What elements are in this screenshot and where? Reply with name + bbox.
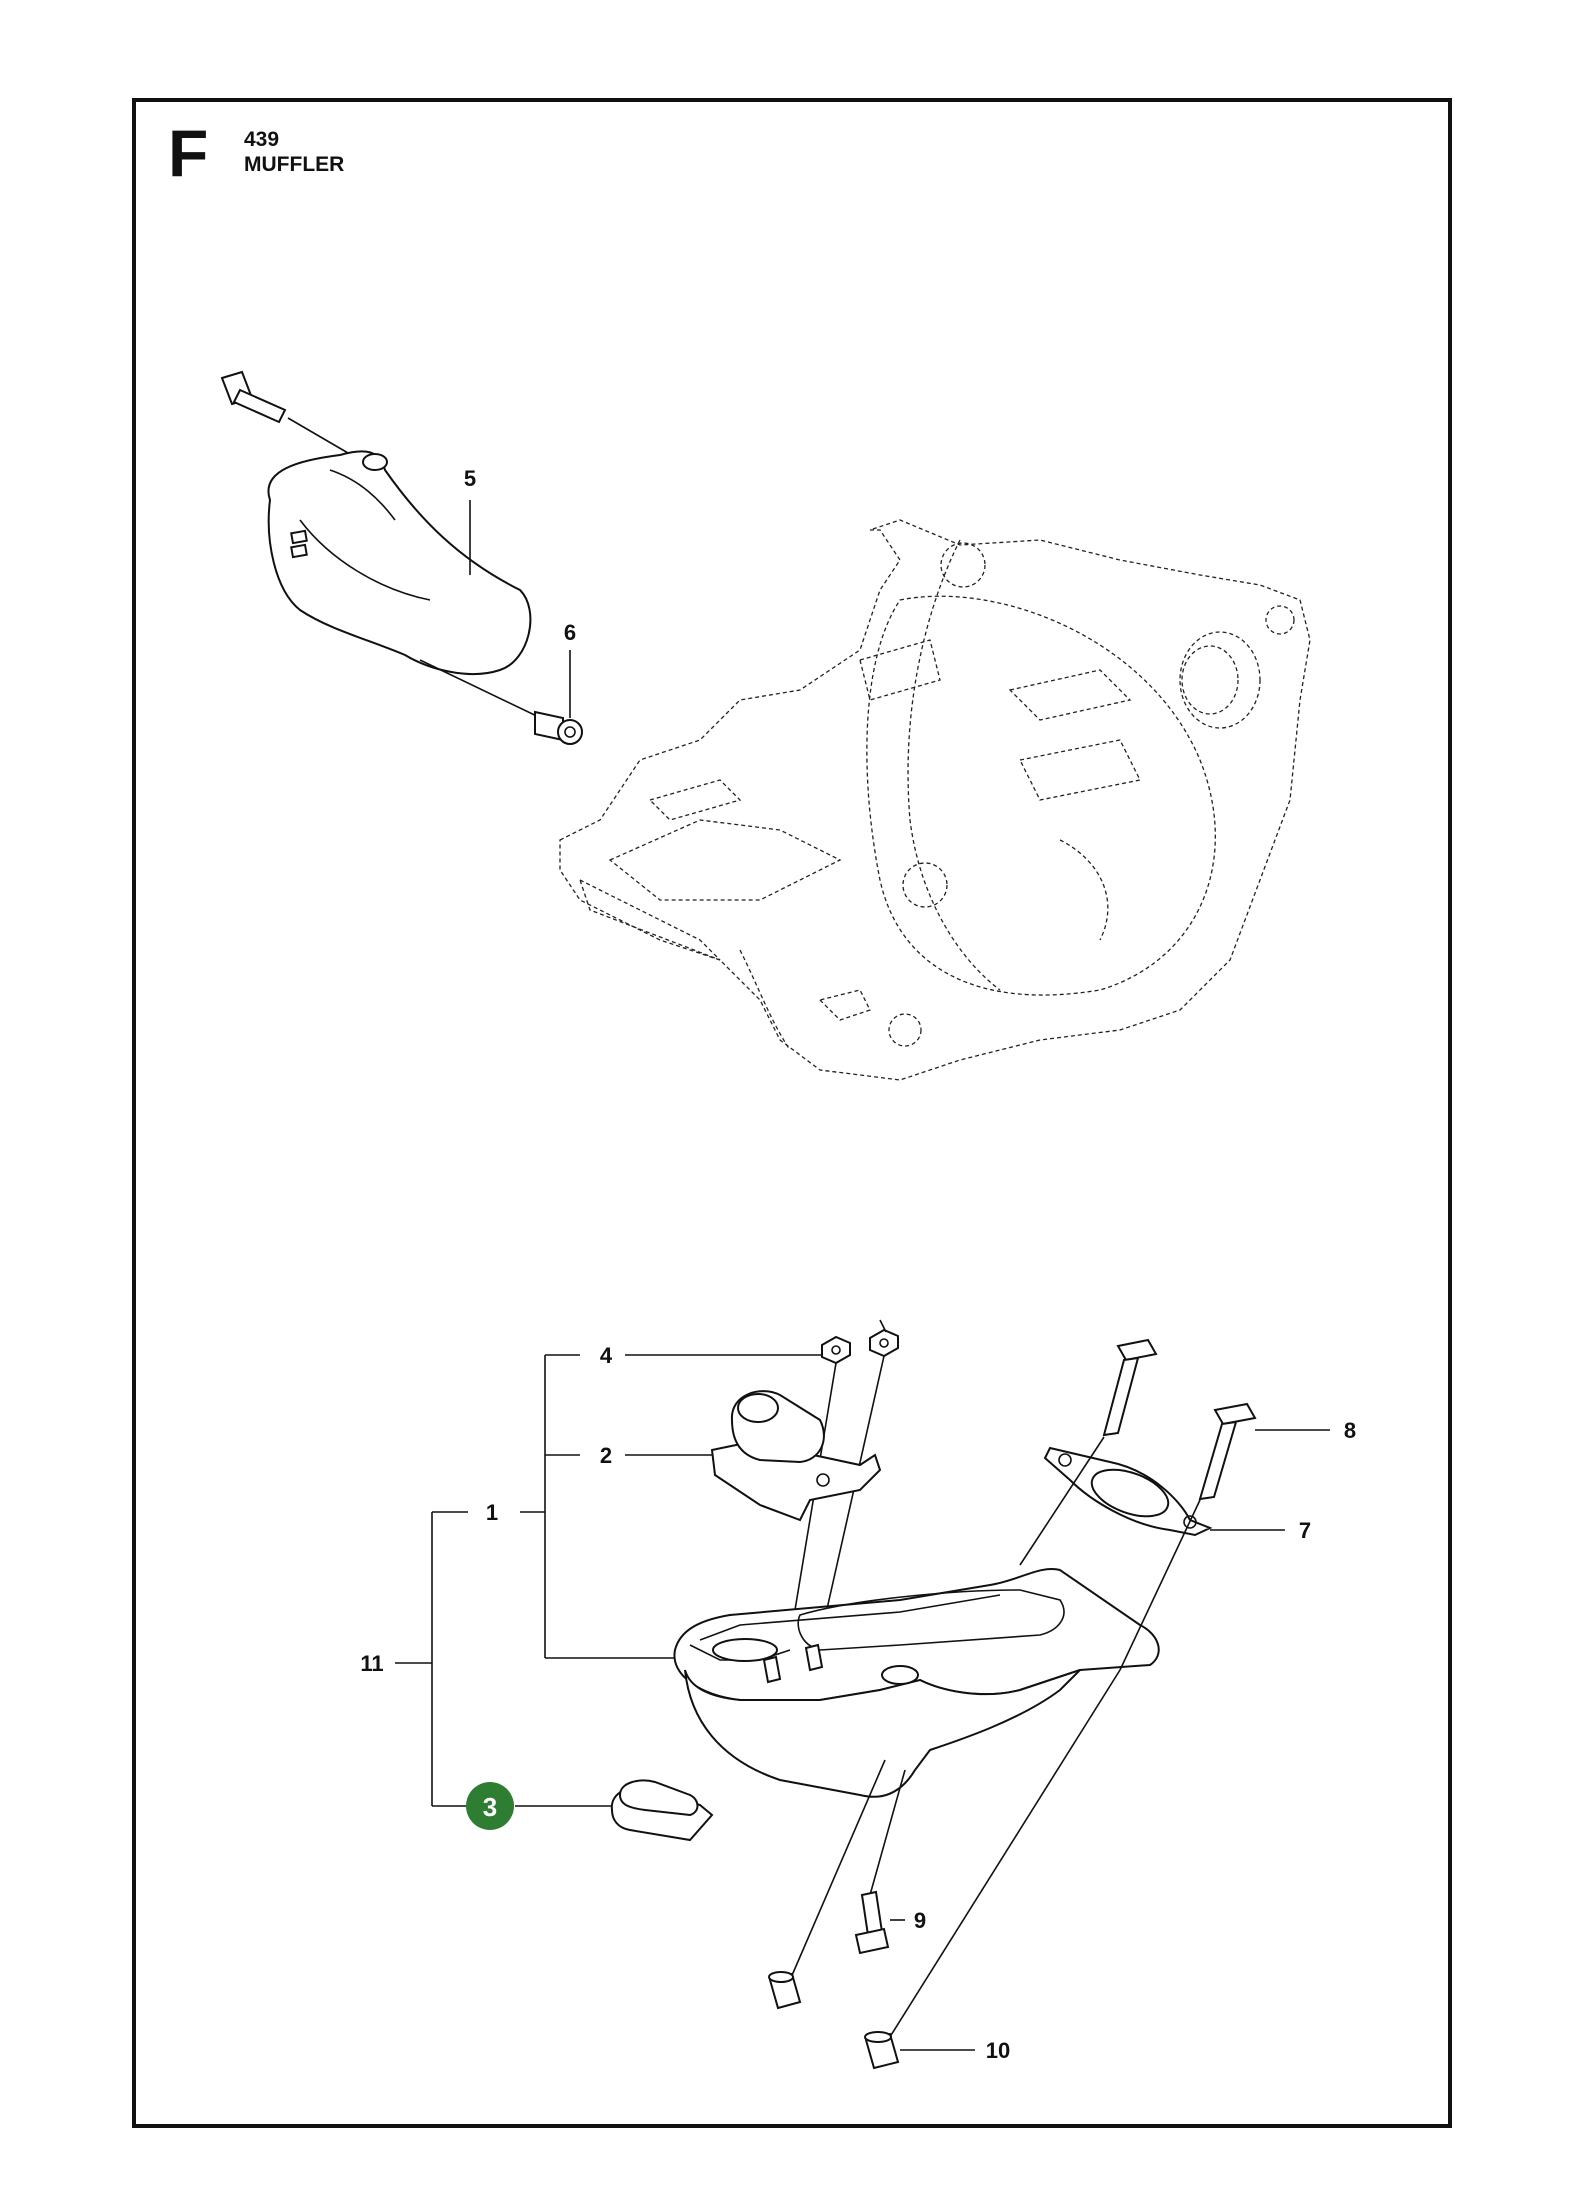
callout-10[interactable]: 10 <box>986 2038 1010 2063</box>
drawing-frame <box>132 98 1452 2128</box>
spacer-left[interactable] <box>768 1759 886 2010</box>
spacer-right[interactable] <box>864 1669 1121 2070</box>
muffler-bolt-left[interactable] <box>1019 1338 1158 1566</box>
rubber-cap[interactable] <box>610 1779 714 1842</box>
muffler-body[interactable] <box>673 1568 1160 1798</box>
shield-screw[interactable] <box>419 659 583 745</box>
bracket-1 <box>520 1354 680 1659</box>
callout-7[interactable]: 7 <box>1299 1518 1311 1543</box>
bottom-screw[interactable] <box>854 1769 906 1955</box>
callout-6[interactable]: 6 <box>564 620 576 645</box>
crankcase-outline <box>559 519 1311 1081</box>
bracket-11 <box>395 1511 470 1807</box>
callout-5[interactable]: 5 <box>464 466 476 491</box>
model-number: 439 <box>244 128 280 151</box>
callout-1[interactable]: 1 <box>486 1500 498 1525</box>
spark-deflector[interactable] <box>710 1390 882 1522</box>
nut-right[interactable] <box>819 1319 899 1641</box>
gasket[interactable] <box>1043 1446 1213 1537</box>
callout-11[interactable]: 11 <box>360 1651 383 1676</box>
callout-3[interactable]: 3 <box>483 1792 497 1822</box>
nut-left[interactable] <box>789 1335 851 1641</box>
diagram-title: MUFFLER <box>244 153 345 176</box>
callout-4[interactable]: 4 <box>600 1343 613 1368</box>
section-letter: F <box>168 116 209 190</box>
callout-9[interactable]: 9 <box>914 1908 926 1933</box>
top-bolt[interactable] <box>220 370 361 461</box>
callout-2[interactable]: 2 <box>600 1443 612 1468</box>
heat-shield[interactable] <box>267 450 532 676</box>
highlight-badge[interactable] <box>466 1782 514 1830</box>
muffler-bolt-right[interactable] <box>1119 1402 1257 1671</box>
callout-8[interactable]: 8 <box>1344 1418 1356 1443</box>
